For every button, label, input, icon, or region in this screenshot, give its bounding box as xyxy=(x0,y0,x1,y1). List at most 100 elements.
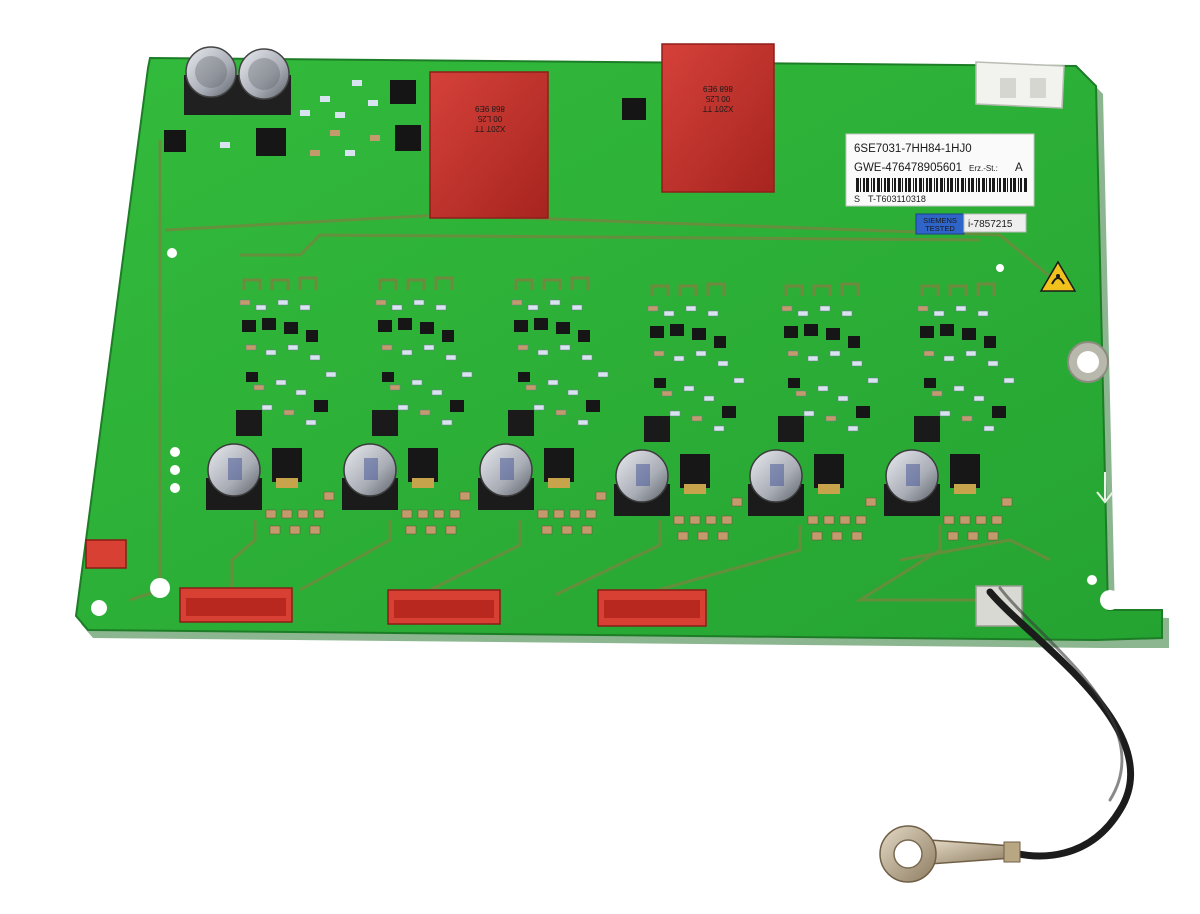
smd-resistor xyxy=(653,350,665,357)
ic-chip xyxy=(306,330,318,342)
barcode-bar xyxy=(971,178,974,192)
barcode-bar xyxy=(992,178,995,192)
smd-capacitor xyxy=(943,515,955,525)
barcode-bar xyxy=(934,178,935,192)
smd-capacitor xyxy=(405,525,417,535)
smd-resistor xyxy=(401,349,413,356)
ic-chip xyxy=(914,416,940,442)
barcode-bar xyxy=(887,178,890,192)
revision-value-text: A xyxy=(1015,162,1023,174)
smd-capacitor xyxy=(987,531,999,541)
box-capacitor-print-6: 868 9E9 xyxy=(703,84,733,93)
test-code-text: T-T603110318 xyxy=(868,194,926,204)
smd-capacitor xyxy=(269,525,281,535)
smd-resistor xyxy=(381,344,393,351)
transistor-tab xyxy=(818,484,840,494)
smd-resistor xyxy=(533,404,545,411)
barcode-bar xyxy=(989,178,991,192)
smd-resistor xyxy=(287,344,299,351)
ic-chip xyxy=(784,326,798,338)
smd-capacitor xyxy=(425,525,437,535)
barcode-bar xyxy=(936,178,938,192)
ic-chip xyxy=(788,378,800,388)
ic-chip xyxy=(804,324,818,336)
part-number-text: 6SE7031-7HH84-1HJ0 xyxy=(854,143,972,155)
smd-capacitor xyxy=(823,515,835,525)
smd-resistor xyxy=(555,409,567,416)
smd-resistor xyxy=(683,385,695,392)
capacitor-marking xyxy=(228,458,242,480)
barcode-bar xyxy=(947,178,949,192)
channel-trace xyxy=(920,282,996,296)
barcode-bar xyxy=(894,178,896,192)
smd-resistor xyxy=(977,310,989,317)
barcode-bar xyxy=(856,178,859,192)
driver-channel xyxy=(478,276,609,535)
smd-resistor xyxy=(663,310,675,317)
driver-channel xyxy=(884,282,1015,541)
smd-resistor xyxy=(389,384,401,391)
ic-chip xyxy=(378,320,392,332)
serial-number-text: GWE-476478905601 xyxy=(854,162,962,174)
barcode-bar xyxy=(892,178,893,192)
barcode-bar xyxy=(976,178,977,192)
ic-chip xyxy=(242,320,256,332)
capacitor-marking xyxy=(770,464,784,486)
ic-chip xyxy=(848,336,860,348)
barcode-bar xyxy=(950,178,953,192)
smd-resistor xyxy=(797,310,809,317)
smd-capacitor xyxy=(975,515,987,525)
esd-warning-icon xyxy=(1039,260,1077,292)
barcode-bar xyxy=(929,178,932,192)
smd-resistor xyxy=(397,404,409,411)
power-transistor xyxy=(544,448,574,482)
ic-chip xyxy=(450,400,464,412)
smd-capacitor xyxy=(673,515,685,525)
ic-chip xyxy=(236,410,262,436)
ic-chip xyxy=(940,324,954,336)
barcode-bar xyxy=(986,178,987,192)
transistor-tab xyxy=(548,478,570,488)
barcode-bar xyxy=(961,178,964,192)
smd-capacitor xyxy=(807,515,819,525)
smd-resistor xyxy=(461,371,473,378)
barcode-bar xyxy=(944,178,945,192)
smd-resistor xyxy=(713,425,725,432)
smd-resistor xyxy=(283,409,295,416)
smd-resistor xyxy=(953,385,965,392)
barcode-bar xyxy=(860,178,861,192)
smd-resistor xyxy=(847,425,859,432)
smd-capacitor xyxy=(721,515,733,525)
smd-capacitor xyxy=(865,497,877,507)
smd-capacitor xyxy=(417,509,429,519)
barcode-bar xyxy=(940,178,943,192)
power-transistor xyxy=(272,448,302,482)
driver-channel xyxy=(206,276,337,535)
smd-resistor xyxy=(567,389,579,396)
capacitor-marking xyxy=(364,458,378,480)
smd-capacitor xyxy=(581,525,593,535)
smd-resistor xyxy=(819,305,831,312)
barcode-bar xyxy=(881,178,882,192)
barcode-bar xyxy=(913,178,914,192)
smd-resistor xyxy=(571,304,583,311)
smd-resistor xyxy=(527,304,539,311)
tested-text: TESTED xyxy=(925,224,955,233)
ic-chip xyxy=(856,406,870,418)
ic-chip xyxy=(962,328,976,340)
smd-capacitor xyxy=(677,531,689,541)
smd-resistor xyxy=(673,355,685,362)
barcode-bar xyxy=(955,178,956,192)
smd-capacitor xyxy=(851,531,863,541)
smd-resistor xyxy=(445,354,457,361)
smd-resistor xyxy=(299,304,311,311)
smd-resistor xyxy=(987,360,999,367)
smd-capacitor xyxy=(401,509,413,519)
ic-chip xyxy=(670,324,684,336)
smd-resistor xyxy=(597,371,609,378)
smd-capacitor xyxy=(449,509,461,519)
smd-capacitor xyxy=(855,515,867,525)
smd-resistor xyxy=(917,305,929,312)
barcode-bar xyxy=(898,178,901,192)
